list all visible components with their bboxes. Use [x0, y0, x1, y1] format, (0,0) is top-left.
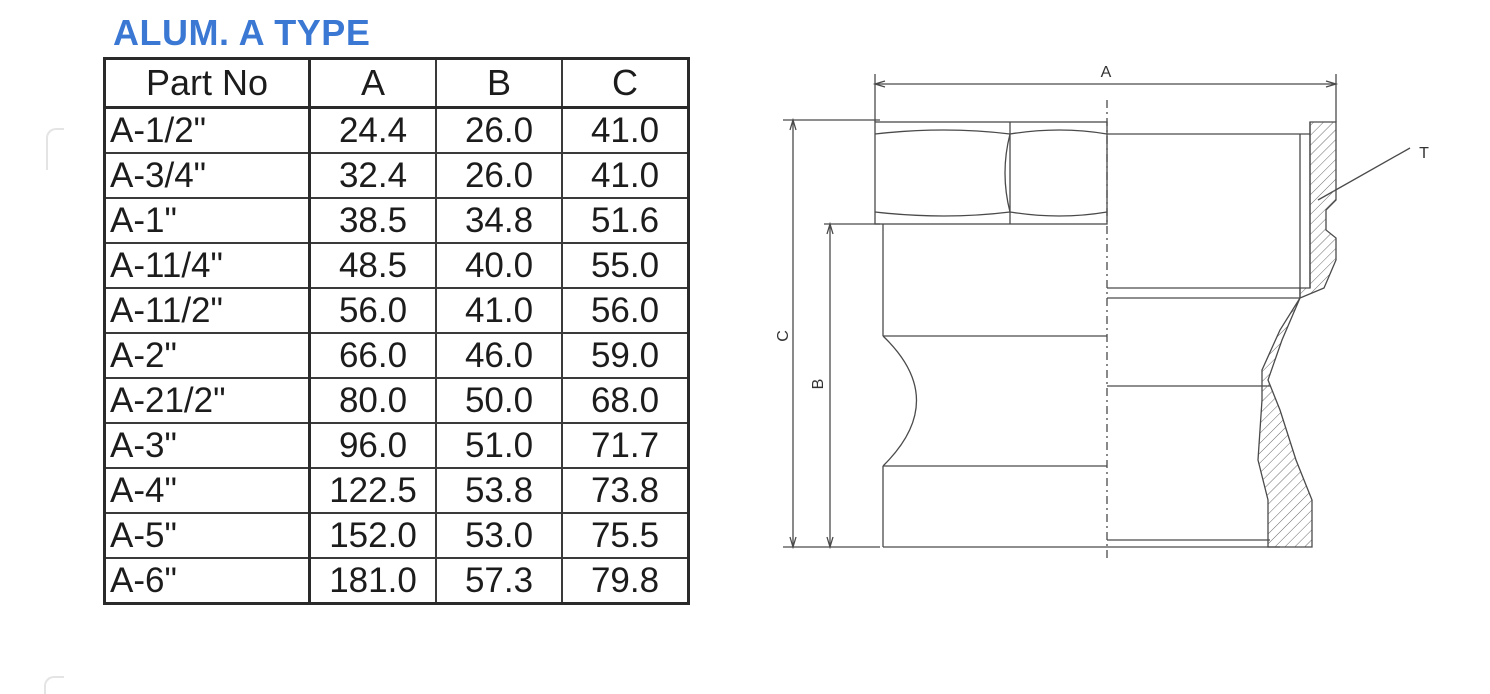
header-c: C — [561, 57, 690, 109]
cell-b: 53.8 — [435, 467, 563, 514]
header-a: A — [308, 57, 437, 109]
coupling-technical-drawing: A C B T — [775, 64, 1429, 560]
page-scuff-mark — [44, 676, 64, 694]
cell-c: 73.8 — [561, 467, 690, 514]
cell-part-no: A-11/4" — [103, 242, 311, 289]
cell-a: 80.0 — [308, 377, 437, 424]
cell-a: 32.4 — [308, 152, 437, 199]
cell-b: 40.0 — [435, 242, 563, 289]
header-part-no: Part No — [103, 57, 311, 109]
cell-a: 56.0 — [308, 287, 437, 334]
table-row: A-1/2" 24.4 26.0 41.0 — [103, 106, 690, 154]
cell-b: 26.0 — [435, 106, 563, 154]
cell-c: 51.6 — [561, 197, 690, 244]
cell-b: 50.0 — [435, 377, 563, 424]
table-row: A-3" 96.0 51.0 71.7 — [103, 422, 690, 469]
page-scuff-mark — [46, 128, 64, 170]
cell-a: 24.4 — [308, 106, 437, 154]
dimension-label-b: B — [810, 379, 827, 390]
dimension-label-c: C — [775, 330, 792, 342]
cell-b: 46.0 — [435, 332, 563, 379]
cell-c: 56.0 — [561, 287, 690, 334]
cell-a: 96.0 — [308, 422, 437, 469]
table-row: A-2" 66.0 46.0 59.0 — [103, 332, 690, 379]
cell-b: 51.0 — [435, 422, 563, 469]
cell-part-no: A-21/2" — [103, 377, 311, 424]
table-row: A-5" 152.0 53.0 75.5 — [103, 512, 690, 559]
dimension-label-a: A — [1101, 64, 1112, 81]
cell-part-no: A-6" — [103, 557, 311, 605]
hatched-wall-section — [1257, 121, 1337, 548]
cell-c: 41.0 — [561, 106, 690, 154]
cell-a: 152.0 — [308, 512, 437, 559]
table-header-row: Part No A B C — [103, 57, 690, 109]
cell-c: 68.0 — [561, 377, 690, 424]
cell-part-no: A-3" — [103, 422, 311, 469]
cell-part-no: A-2" — [103, 332, 311, 379]
cell-b: 34.8 — [435, 197, 563, 244]
table-row: A-11/2" 56.0 41.0 56.0 — [103, 287, 690, 334]
cell-a: 38.5 — [308, 197, 437, 244]
cell-part-no: A-4" — [103, 467, 311, 514]
cell-a: 48.5 — [308, 242, 437, 289]
cell-c: 75.5 — [561, 512, 690, 559]
table-row: A-1" 38.5 34.8 51.6 — [103, 197, 690, 244]
thread-label-t: T — [1419, 145, 1429, 162]
header-b: B — [435, 57, 563, 109]
cell-part-no: A-1/2" — [103, 106, 311, 154]
table-row: A-4" 122.5 53.8 73.8 — [103, 467, 690, 514]
table-row: A-21/2" 80.0 50.0 68.0 — [103, 377, 690, 424]
cell-c: 79.8 — [561, 557, 690, 605]
cell-b: 53.0 — [435, 512, 563, 559]
cell-part-no: A-11/2" — [103, 287, 311, 334]
cell-part-no: A-1" — [103, 197, 311, 244]
cell-part-no: A-3/4" — [103, 152, 311, 199]
table-row: A-3/4" 32.4 26.0 41.0 — [103, 152, 690, 199]
cell-c: 59.0 — [561, 332, 690, 379]
cell-a: 66.0 — [308, 332, 437, 379]
cell-b: 57.3 — [435, 557, 563, 605]
table-row: A-11/4" 48.5 40.0 55.0 — [103, 242, 690, 289]
cell-a: 181.0 — [308, 557, 437, 605]
cell-c: 41.0 — [561, 152, 690, 199]
dimension-table: Part No A B C A-1/2" 24.4 26.0 41.0 A-3/… — [103, 57, 690, 605]
cell-b: 41.0 — [435, 287, 563, 334]
cell-a: 122.5 — [308, 467, 437, 514]
cell-b: 26.0 — [435, 152, 563, 199]
cell-c: 55.0 — [561, 242, 690, 289]
table-row: A-6" 181.0 57.3 79.8 — [103, 557, 690, 605]
drawing-outline — [783, 74, 1411, 560]
cell-part-no: A-5" — [103, 512, 311, 559]
cell-c: 71.7 — [561, 422, 690, 469]
page-title: ALUM. A TYPE — [113, 12, 371, 53]
